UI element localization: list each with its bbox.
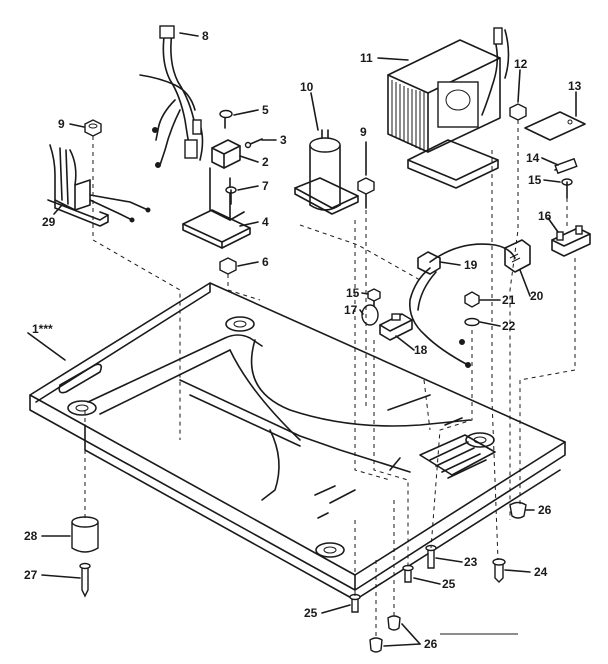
- callout-5: 5: [262, 103, 269, 117]
- callout-22: 22: [502, 319, 516, 333]
- callout-14: 14: [526, 151, 540, 165]
- capacitor: [294, 129, 375, 215]
- foot-26c: [387, 615, 401, 631]
- callout-15-left: 15: [346, 286, 360, 300]
- callout-20: 20: [530, 289, 544, 303]
- foot-26a: [509, 501, 527, 519]
- transformer-laminations: [391, 80, 425, 151]
- nut-12: [509, 103, 527, 121]
- callout-21: 21: [502, 293, 516, 307]
- callout-11: 11: [360, 51, 373, 65]
- vent-louvres: [419, 434, 496, 479]
- callout-29: 29: [42, 215, 56, 229]
- callout-15-right: 15: [528, 173, 542, 187]
- callout-6: 6: [262, 255, 269, 269]
- callout-13: 13: [568, 79, 582, 93]
- wire-harness: [139, 25, 204, 168]
- callout-9-right: 9: [360, 125, 367, 139]
- callout-9-left: 9: [58, 117, 65, 131]
- callout-8: 8: [202, 29, 209, 43]
- callout-26-right: 26: [538, 503, 552, 517]
- callout-17: 17: [344, 303, 358, 317]
- callout-12: 12: [514, 57, 528, 71]
- fuse-holder-assembly: [524, 111, 591, 257]
- foot-assembly: [71, 516, 99, 598]
- callout-labels: 1*** 2 3 4 5 6 7 8 9 9 10 11 12 13 14 15…: [24, 29, 582, 651]
- bottom-hardware: [349, 501, 527, 653]
- foot-26b: [369, 637, 383, 653]
- callout-10: 10: [300, 80, 314, 94]
- callout-arrows: [27, 32, 577, 647]
- callout-16: 16: [538, 209, 552, 223]
- callout-25-left: 25: [304, 606, 318, 620]
- callout-3: 3: [280, 133, 287, 147]
- left-bracket-assembly: [47, 119, 151, 227]
- callout-4: 4: [262, 215, 269, 229]
- callout-25-right: 25: [442, 577, 456, 591]
- leader-lines: [84, 120, 576, 640]
- base-plate: [29, 282, 566, 601]
- bracket-assembly: [182, 109, 263, 275]
- hv-transformer: [387, 27, 510, 189]
- callout-1: 1***: [32, 322, 53, 336]
- callout-26-bottom: 26: [424, 637, 438, 651]
- callout-23: 23: [464, 555, 478, 569]
- callout-19: 19: [464, 258, 478, 272]
- callout-27: 27: [24, 568, 38, 582]
- callout-18: 18: [414, 343, 428, 357]
- callout-7: 7: [262, 179, 269, 193]
- callout-24: 24: [534, 565, 548, 579]
- callout-2: 2: [262, 155, 269, 169]
- callout-28: 28: [24, 529, 38, 543]
- cord-assembly: [408, 239, 531, 368]
